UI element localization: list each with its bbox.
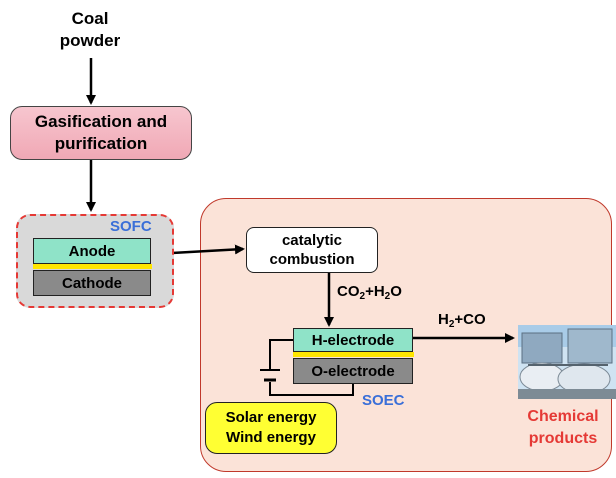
energy-line2: Wind energy bbox=[226, 429, 316, 446]
gasification-line1: Gasification and bbox=[34, 112, 168, 131]
h2-subscript: 2 bbox=[384, 291, 391, 302]
h2-co-label: H2+CO bbox=[438, 311, 486, 330]
soec-label: SOEC bbox=[362, 392, 405, 409]
o-text: O bbox=[390, 283, 402, 300]
co-text: +CO bbox=[454, 311, 486, 328]
chemical-products-label: Chemical products bbox=[508, 406, 616, 450]
sofc-electrolyte-strip bbox=[33, 264, 152, 269]
coal-line2: powder bbox=[59, 31, 121, 50]
o-electrode-layer: O-electrode bbox=[293, 358, 413, 384]
energy-line1: Solar energy bbox=[225, 409, 317, 426]
catalytic-line1: catalytic bbox=[281, 232, 343, 249]
h-text: H bbox=[438, 311, 449, 328]
chemical-line2: products bbox=[528, 430, 598, 447]
anode-layer: Anode bbox=[33, 238, 151, 264]
sofc-label: SOFC bbox=[110, 218, 152, 235]
co2-h2o-label: CO2+H2O bbox=[337, 283, 402, 302]
chemical-tanks-image bbox=[518, 325, 616, 399]
h-electrode-layer: H-electrode bbox=[293, 328, 413, 352]
gasification-purification-box: Gasification and purification bbox=[10, 106, 192, 160]
co2-subscript: 2 bbox=[359, 291, 366, 302]
catalytic-combustion-box: catalytic combustion bbox=[246, 227, 378, 273]
cathode-layer: Cathode bbox=[33, 270, 151, 296]
h-subscript: 2 bbox=[448, 319, 455, 330]
co2-text: CO bbox=[337, 283, 360, 300]
h2-text: +H bbox=[365, 283, 385, 300]
coal-powder-label: Coal powder bbox=[50, 8, 130, 52]
arrow-sofc-to-combustion bbox=[171, 244, 245, 255]
chemical-line1: Chemical bbox=[527, 408, 599, 425]
soec-electrolyte-strip bbox=[293, 352, 414, 357]
coal-line1: Coal bbox=[71, 9, 109, 28]
circuit-wire bbox=[260, 339, 354, 396]
gasification-line2: purification bbox=[54, 134, 148, 153]
catalytic-line2: combustion bbox=[269, 251, 355, 268]
renewable-energy-box: Solar energy Wind energy bbox=[205, 402, 337, 454]
